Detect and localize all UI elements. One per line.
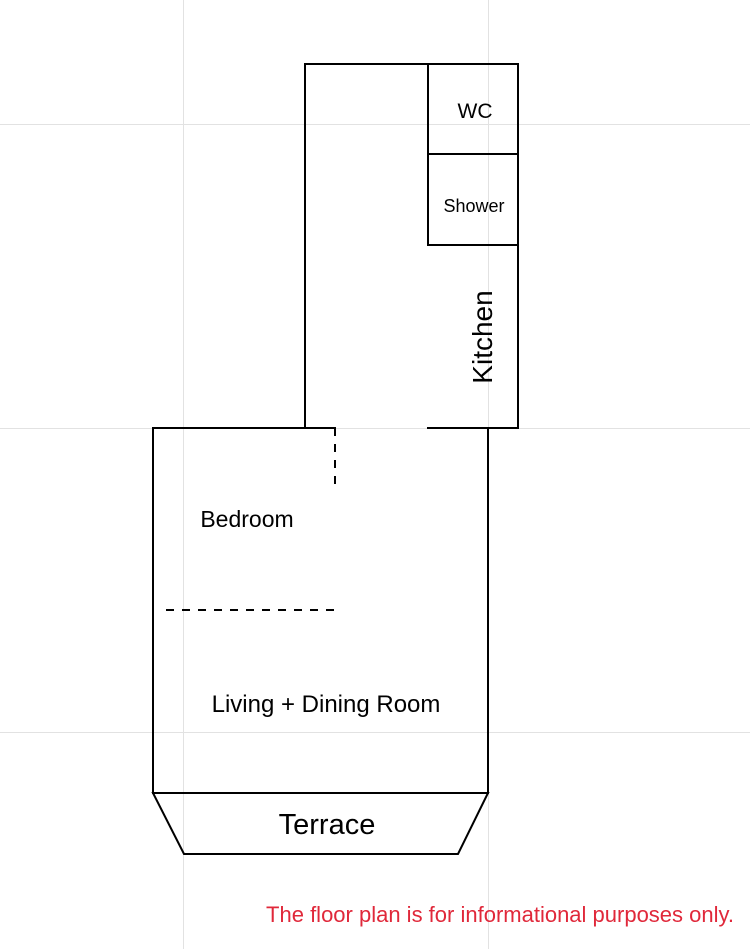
- room-label-shower: Shower: [443, 196, 504, 216]
- terrace-outline: [151, 792, 490, 855]
- upper-wing: [304, 63, 519, 429]
- room-label-kitchen: Kitchen: [467, 290, 498, 383]
- room-label-wc: WC: [458, 100, 493, 123]
- room-label-terrace: Terrace: [279, 809, 376, 841]
- room-label-bedroom: Bedroom: [200, 506, 293, 532]
- lower-wing: [152, 427, 519, 794]
- disclaimer-note: The floor plan is for informational purp…: [266, 902, 734, 927]
- room-label-living-dining: Living + Dining Room: [212, 691, 441, 718]
